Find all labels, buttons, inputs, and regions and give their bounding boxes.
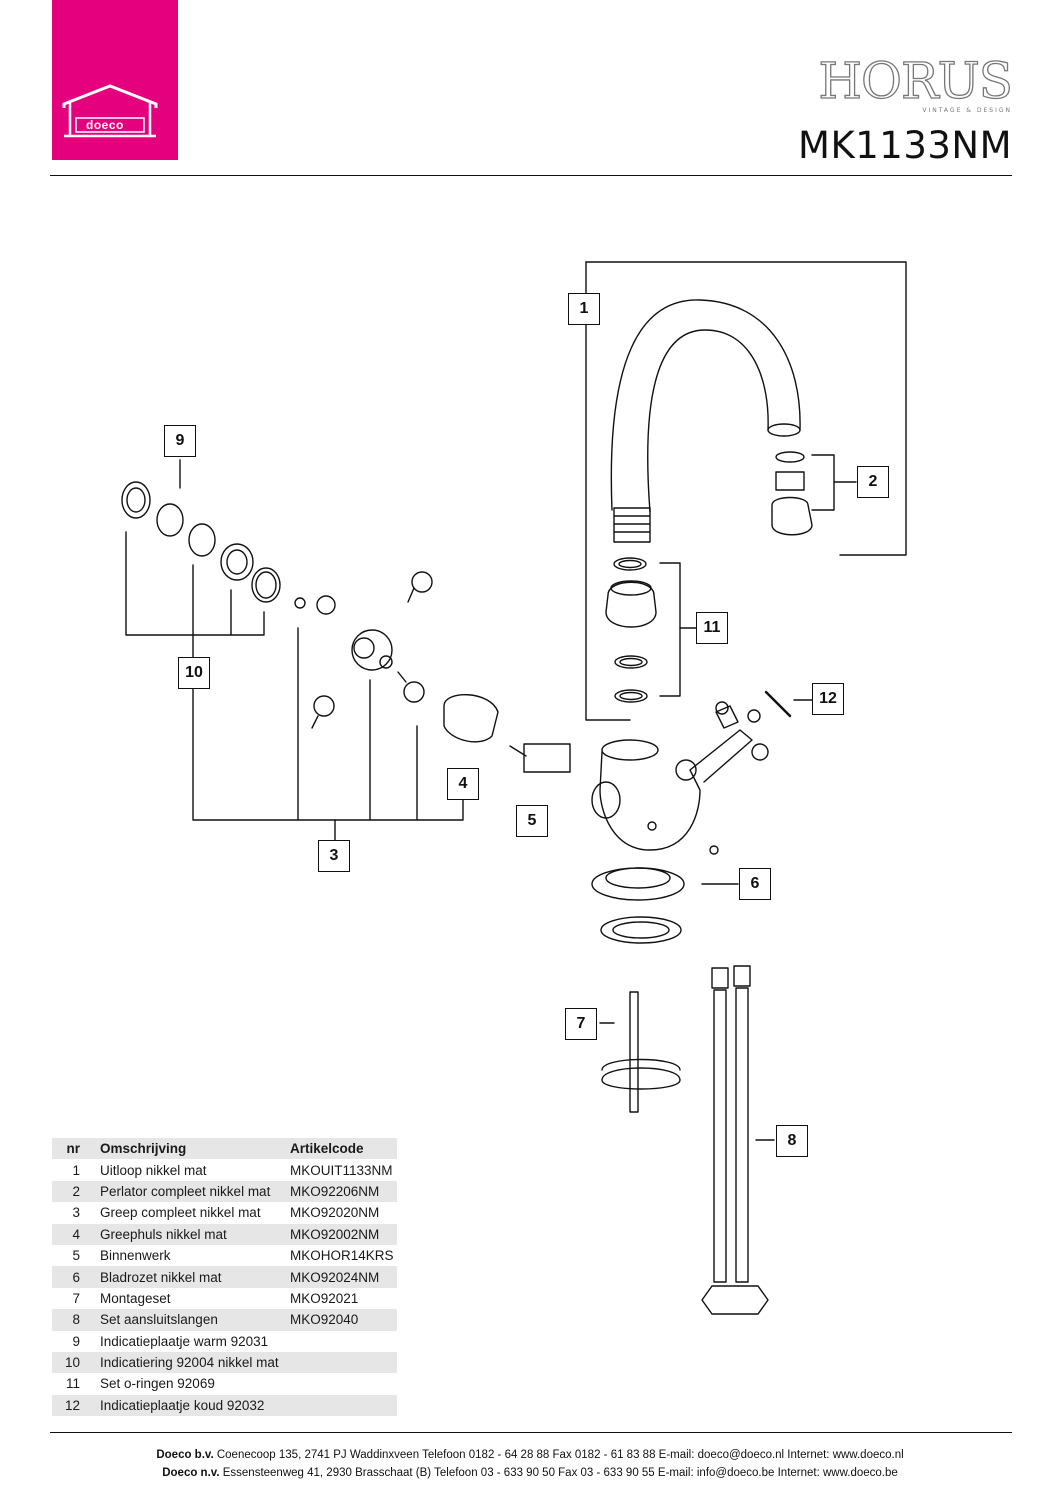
cell-description: Perlator compleet nikkel mat — [100, 1180, 290, 1203]
cell-description: Indicatiering 92004 nikkel mat — [100, 1351, 290, 1374]
callout-4: 4 — [447, 768, 479, 800]
cell-nr: 1 — [72, 1162, 80, 1178]
cell-description: Bladrozet nikkel mat — [100, 1266, 290, 1288]
cell-nr: 9 — [72, 1333, 80, 1349]
cell-code: MKO92002NM — [290, 1223, 397, 1245]
table-row: 1 Uitloop nikkel mat MKOUIT1133NM — [52, 1159, 397, 1180]
cell-description: Binnenwerk — [100, 1248, 171, 1264]
logo-wordmark: doeco — [86, 118, 124, 132]
cell-code — [290, 1331, 397, 1352]
callout-5: 5 — [516, 805, 548, 837]
table-row: 3 Greep compleet nikkel mat MKO92020NM — [52, 1202, 397, 1223]
handle-parts — [121, 459, 571, 841]
cell-code — [290, 1351, 397, 1374]
header-rule — [50, 175, 1012, 176]
footer-line-be: Doeco n.v. Essensteenweg 41, 2930 Brassc… — [0, 1464, 1060, 1482]
cell-code: MKO92024NM — [290, 1266, 397, 1288]
table-row: 11 Set o-ringen 92069 — [52, 1373, 397, 1394]
brand-tagline: VINTAGE & DESIGN — [922, 107, 1012, 114]
footer: Doeco b.v. Coenecoop 135, 2741 PJ Waddin… — [0, 1446, 1060, 1482]
callout-6: 6 — [739, 868, 771, 900]
cell-code — [290, 1373, 397, 1394]
faucet-body-part — [591, 690, 813, 855]
table-row: 7 Montageset MKO92021 — [52, 1288, 397, 1309]
spout-part — [610, 299, 801, 543]
cell-description: Set o-ringen 92069 — [100, 1376, 215, 1392]
cell-code — [290, 1394, 397, 1417]
cell-code: MKOUIT1133NM — [290, 1162, 393, 1178]
footer-details-nl: Coenecoop 135, 2741 PJ Waddinxveen Telef… — [216, 1449, 904, 1461]
header-description: Omschrijving — [100, 1138, 290, 1160]
o-rings-part — [605, 557, 697, 703]
cell-description: Indicatieplaatje warm 92031 — [100, 1333, 269, 1349]
footer-details-be: Essensteenweg 41, 2930 Brasschaat (B) Te… — [222, 1467, 898, 1479]
cell-description: Greephuls nikkel mat — [100, 1223, 290, 1245]
cell-nr: 6 — [52, 1266, 100, 1288]
table-row: 5 Binnenwerk MKOHOR14KRS — [52, 1245, 397, 1266]
cell-nr: 8 — [52, 1309, 100, 1331]
callout-7: 7 — [565, 1008, 597, 1040]
parts-table: nr Omschrijving Artikelcode 1 Uitloop nik… — [52, 1138, 397, 1417]
cell-nr: 12 — [52, 1394, 100, 1417]
cell-description: Greep compleet nikkel mat — [100, 1205, 261, 1221]
horus-brand-logo: FRANCE HORUS VINTAGE & DESIGN — [818, 54, 1014, 117]
footer-line-nl: Doeco b.v. Coenecoop 135, 2741 PJ Waddin… — [0, 1446, 1060, 1464]
callout-11: 11 — [696, 612, 728, 644]
brand-name: HORUS — [818, 52, 1014, 110]
cell-description: Uitloop nikkel mat — [100, 1162, 207, 1178]
cell-nr: 7 — [72, 1290, 80, 1306]
cell-code: MKO92206NM — [290, 1180, 397, 1203]
cell-nr: 2 — [52, 1180, 100, 1203]
cell-description: Set aansluitslangen — [100, 1309, 290, 1331]
hoses-part — [701, 965, 775, 1315]
table-header-row: nr Omschrijving Artikelcode — [52, 1138, 397, 1160]
footer-company-be: Doeco n.v. — [162, 1467, 220, 1479]
table-row: 9 Indicatieplaatje warm 92031 — [52, 1331, 397, 1352]
cell-nr: 4 — [52, 1223, 100, 1245]
callout-10: 10 — [178, 657, 210, 689]
header-code: Artikelcode — [290, 1138, 397, 1160]
footer-company-nl: Doeco b.v. — [156, 1449, 214, 1461]
cell-nr: 5 — [72, 1248, 80, 1264]
callout-8: 8 — [776, 1125, 808, 1157]
house-logo-icon — [62, 84, 158, 138]
cell-code: MKOHOR14KRS — [290, 1248, 394, 1264]
product-code: MK1133NM — [798, 124, 1012, 167]
cell-nr: 3 — [72, 1205, 80, 1221]
cell-description: Montageset — [100, 1290, 171, 1306]
cell-code: MKO92040 — [290, 1309, 397, 1331]
cell-nr: 11 — [65, 1376, 80, 1392]
cell-nr: 10 — [52, 1351, 100, 1374]
header-nr: nr — [52, 1138, 100, 1160]
callout-1: 1 — [568, 293, 600, 325]
mounting-kit-part — [599, 991, 681, 1113]
bracket-1 — [585, 261, 907, 721]
callout-3: 3 — [318, 840, 350, 872]
callout-12: 12 — [812, 683, 844, 715]
cell-code: MKO92020NM — [290, 1205, 380, 1221]
footer-rule — [50, 1432, 1012, 1433]
callout-2: 2 — [857, 466, 889, 498]
doeco-logo: doeco — [52, 0, 178, 160]
aerator-part — [771, 451, 857, 536]
cell-description: Indicatieplaatje koud 92032 — [100, 1394, 290, 1417]
rosette-part — [591, 867, 739, 944]
cell-code: MKO92021 — [290, 1290, 359, 1306]
callout-9: 9 — [164, 425, 196, 457]
exploded-parts-diagram — [121, 261, 907, 1315]
